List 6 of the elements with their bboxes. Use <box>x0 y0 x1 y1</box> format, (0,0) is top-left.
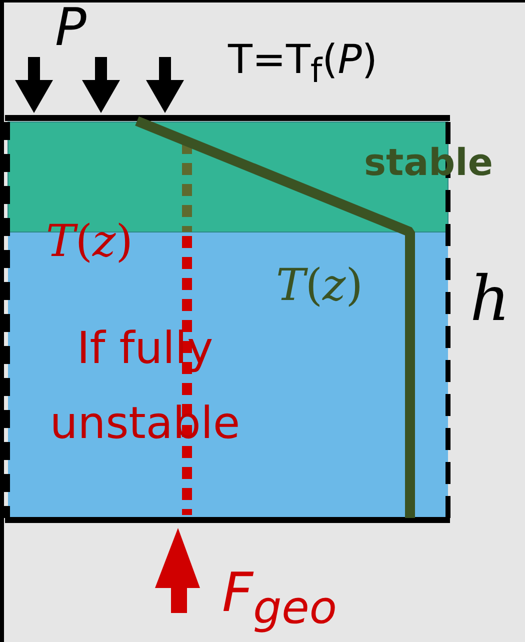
formula-label: T=T$_{f}$(P) <box>228 40 378 88</box>
temperature-profile-label: T(z) <box>46 220 133 264</box>
pressure-label: P <box>55 2 86 54</box>
heat-flux-label: F$_{geo}$ <box>222 566 337 630</box>
height-label: h <box>470 268 510 330</box>
temperature-profile-label: T(z) <box>276 264 363 308</box>
